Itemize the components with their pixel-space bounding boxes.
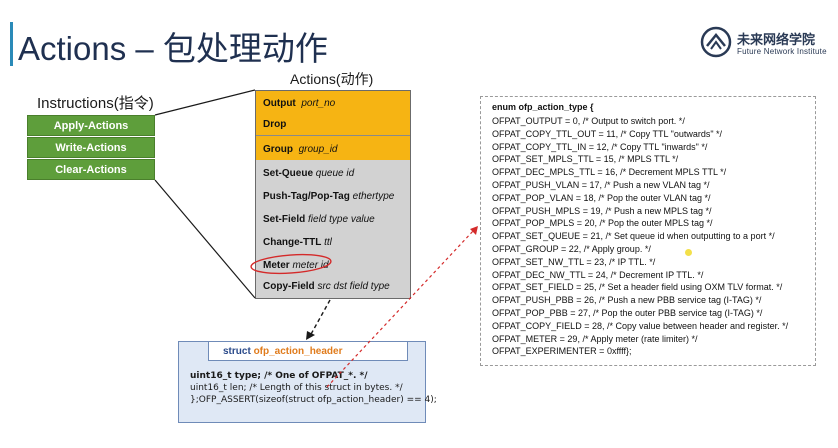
action-arg: ttl (324, 237, 332, 248)
action-drop: Drop (255, 113, 411, 136)
enum-line: OFPAT_POP_VLAN = 18, /* Pop the outer VL… (492, 192, 711, 203)
action-name: Set-Queue (263, 168, 314, 179)
enum-line: OFPAT_COPY_FIELD = 28, /* Copy value bet… (492, 320, 789, 331)
struct-line-type: uint16_t type; /* One of OFPAT_*. */ (190, 371, 368, 381)
enum-line: OFPAT_DEC_NW_TTL = 24, /* Decrement IP T… (492, 269, 704, 280)
enum-line: OFPAT_METER = 29, /* Apply meter (rate l… (492, 333, 698, 344)
instructions-to-actions-top-line (154, 89, 256, 116)
action-name: Set-Field (263, 214, 306, 225)
action-name: Group (263, 144, 293, 155)
action-arg: port_no (301, 98, 336, 109)
action-name: Change-TTL (263, 237, 322, 248)
enum-line: OFPAT_EXPERIMENTER = 0xffff}; (492, 346, 632, 357)
actions-to-header-arrowhead (306, 331, 315, 340)
institute-logo-subtitle: Future Network Institute (737, 47, 827, 56)
action-name: Meter (263, 260, 290, 271)
actions-title: Actions(动作) (290, 71, 374, 87)
action-header-struct-title: struct ofp_action_header (208, 341, 408, 361)
action-group: Group group_id (255, 136, 411, 164)
actions-table-frame (255, 90, 411, 299)
enum-line: OFPAT_GROUP = 22, /* Apply group. */ (492, 244, 651, 254)
action-arg: ethertype (352, 191, 395, 202)
institute-logo-icon (700, 26, 732, 63)
action-arg: group_id (298, 144, 338, 155)
enum-line: OFPAT_COPY_TTL_OUT = 11, /* Copy TTL "ou… (492, 128, 723, 139)
enum-line: OFPAT_DEC_MPLS_TTL = 16, /* Decrement MP… (492, 167, 727, 178)
meter-red-circle-annotation (250, 253, 332, 275)
header-to-enum-red-arrowhead (470, 226, 478, 235)
enum-line: OFPAT_PUSH_VLAN = 17, /* Push a new VLAN… (492, 180, 710, 190)
enum-line: OFPAT_COPY_TTL_IN = 12, /* Copy TTL "inw… (492, 141, 708, 152)
enum-line: OFPAT_PUSH_MPLS = 19, /* Push a new MPLS… (492, 205, 712, 216)
action-arg: meter id (292, 260, 329, 271)
slide-title: Actions – 包处理动作 (18, 30, 328, 67)
enum-line: OFPAT_OUTPUT = 0, /* Output to switch po… (492, 116, 685, 126)
institute-logo-name: 未来网络学院 (737, 32, 816, 47)
enum-line: OFPAT_POP_MPLS = 20, /* Pop the outer MP… (492, 218, 713, 229)
struct-name: ofp_action_header (253, 346, 343, 357)
enum-header: enum ofp_action_type { (492, 102, 594, 112)
enum-line: OFPAT_POP_PBB = 27, /* Pop the outer PBB… (492, 308, 763, 318)
action-copy-field: Copy-Field src dst field type (255, 275, 411, 299)
action-name: Drop (263, 119, 287, 130)
action-name: Copy-Field (263, 281, 315, 292)
header-to-enum-red-arrow (326, 229, 475, 388)
enum-line: OFPAT_SET_MPLS_TTL = 15, /* MPLS TTL */ (492, 154, 679, 165)
enum-line: OFPAT_PUSH_PBB = 26, /* Push a new PBB s… (492, 295, 762, 306)
enum-line: OFPAT_SET_QUEUE = 21, /* Set queue id wh… (492, 231, 775, 242)
struct-line-assert: };OFP_ASSERT(sizeof(struct ofp_action_he… (190, 395, 437, 405)
instructions-to-actions-bottom-line (154, 179, 256, 299)
actions-to-header-arrow (309, 299, 331, 337)
instruction-write-actions: Write-Actions (27, 137, 155, 158)
enum-code-box (480, 96, 816, 366)
title-accent-bar (10, 22, 13, 66)
instruction-apply-actions: Apply-Actions (27, 115, 155, 136)
instructions-title: Instructions(指令) (37, 95, 154, 112)
instruction-clear-actions: Clear-Actions (27, 159, 155, 180)
action-name: Push-Tag/Pop-Tag (263, 191, 350, 202)
struct-line-len: uint16_t len; /* Length of this struct i… (190, 383, 403, 393)
action-arg: queue id (315, 168, 355, 179)
enum-line: OFPAT_SET_NW_TTL = 23, /* IP TTL. */ (492, 256, 656, 267)
enum-line: OFPAT_SET_FIELD = 25, /* Set a header fi… (492, 282, 783, 293)
action-arg: field type value (308, 214, 375, 225)
pointer-highlight-dot (685, 249, 692, 256)
action-arg: src dst field type (317, 281, 390, 292)
struct-keyword: struct (223, 346, 251, 357)
action-name: Output (263, 98, 296, 109)
